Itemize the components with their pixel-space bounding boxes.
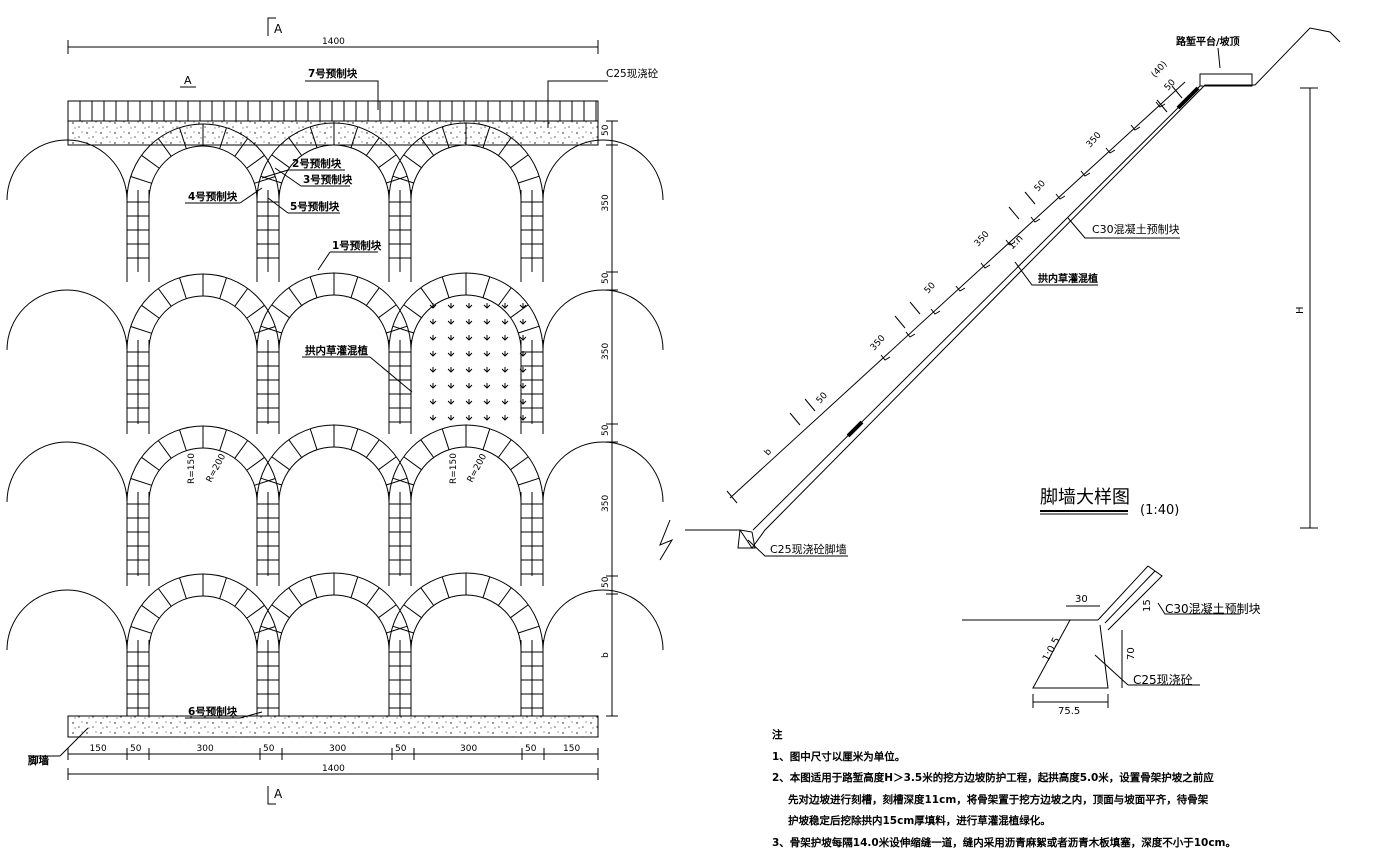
- radius-150-b: R=150: [449, 453, 459, 484]
- block4-label: 4号预制块: [188, 190, 238, 203]
- block5-label: 5号预制块: [290, 200, 340, 213]
- note-line-3: 先对边坡进行刻槽，刻槽深度11cm，将骨架置于挖方边坡之内，顶面与坡面平齐，待骨…: [788, 793, 1209, 806]
- block2-label: 2号预制块: [292, 157, 342, 170]
- foot-wall-label: 脚墙: [28, 754, 49, 767]
- slope-section: [659, 27, 1341, 561]
- bottom-dim-1: 50: [130, 744, 142, 754]
- slope-dim-5: 50: [923, 281, 938, 296]
- bottom-dim-4: 300: [329, 744, 346, 754]
- right-dim-1: 350: [601, 194, 611, 211]
- slope-planting-label: 拱内草灌混植: [1038, 272, 1098, 285]
- bottom-dim-6: 300: [460, 744, 477, 754]
- detail-title: 脚墙大样图: [1040, 487, 1130, 508]
- bottom-total: 1400: [322, 764, 345, 774]
- slope-ratio: 1:n: [1006, 233, 1025, 252]
- note-line-1: 1、图中尺寸以厘米为单位。: [772, 750, 906, 763]
- bottom-dim-3: 50: [263, 744, 275, 754]
- detail-dim-slope: 15: [1142, 599, 1153, 612]
- right-dim-7: b: [601, 652, 611, 658]
- block1-label: 1号预制块: [332, 239, 382, 252]
- cast-concrete-label: C25现浇砼: [606, 67, 659, 80]
- detail-cast-label: C25现浇砼: [1133, 673, 1193, 687]
- slope-foot-label: C25现浇砼脚墙: [770, 542, 847, 556]
- notes-heading: 注: [772, 729, 783, 741]
- right-dim-6: 50: [601, 576, 611, 588]
- detail-ratio: 1:0.5: [1041, 636, 1063, 664]
- slope-dim-6: 350: [869, 333, 888, 353]
- detail-block-label: C30混凝土预制块: [1165, 601, 1261, 616]
- block7-label: 7号预制块: [308, 67, 358, 80]
- block6-label: 6号预制块: [188, 705, 238, 718]
- front-elevation: [6, 17, 664, 805]
- total-width-top: 1400: [322, 37, 345, 47]
- section-mark-bottom: A: [274, 787, 283, 801]
- right-dim-4: 50: [601, 424, 611, 436]
- bottom-dim-8: 150: [563, 744, 580, 754]
- bottom-dim-2: 300: [197, 744, 214, 754]
- detail-scale: (1:40): [1140, 503, 1179, 518]
- detail-dim-top: 30: [1075, 594, 1088, 605]
- right-dim-2: 50: [601, 272, 611, 284]
- slope-dim-7: 50: [815, 391, 830, 406]
- radius-200-b: R=200: [466, 452, 489, 484]
- radius-200-a: R=200: [205, 452, 228, 484]
- section-mark-top: A: [274, 22, 283, 36]
- section-mark-side: A: [184, 74, 192, 87]
- right-dimension-texts: 50 350 50 350 50 350 50 b: [601, 124, 611, 658]
- note-line-4: 护坡稳定后挖除拱内15cm厚填料，进行草灌混植绿化。: [788, 815, 1051, 827]
- detail-dim-bottom: 75.5: [1058, 706, 1080, 717]
- slope-dim-8: b: [763, 447, 774, 458]
- slope-dim-1: (40): [1150, 60, 1170, 80]
- detail-labels: 脚墙大样图 (1:40) C30混凝土预制块 C25现浇砼 30 15 1:0.…: [1040, 487, 1261, 717]
- slope-labels: 路堑平台/坡顶 1:n C30混凝土预制块 拱内草灌混植 H C25现浇砼脚墙: [770, 35, 1306, 556]
- notes-block: 注 1、图中尺寸以厘米为单位。 2、本图适用于路堑高度H＞3.5米的挖方边坡防护…: [772, 725, 1372, 854]
- block3-label: 3号预制块: [303, 173, 353, 186]
- planting-label: 拱内草灌混植: [305, 344, 368, 357]
- bottom-dim-5: 50: [395, 744, 407, 754]
- bottom-dimension-texts: 150 50 300 50 300 50 300 50 150: [90, 744, 581, 754]
- right-dim-0: 50: [601, 124, 611, 136]
- slope-block-label: C30混凝土预制块: [1092, 222, 1180, 236]
- slope-top-label: 路堑平台/坡顶: [1176, 35, 1240, 48]
- note-line-5: 3、骨架护坡每隔14.0米设伸缩缝一道，缝内采用沥青麻絮或者沥青木板填塞，深度不…: [772, 836, 1236, 849]
- bottom-dim-7: 50: [525, 744, 537, 754]
- slope-height: H: [1295, 306, 1306, 314]
- radius-150-a: R=150: [187, 453, 197, 484]
- slope-dim-4: 350: [973, 229, 992, 249]
- note-line-2: 2、本图适用于路堑高度H＞3.5米的挖方边坡防护工程，起拱高度5.0米，设置骨架…: [772, 772, 1214, 784]
- detail-dim-height: 70: [1126, 647, 1137, 660]
- slope-dim-2: 350: [1085, 130, 1104, 150]
- foot-wall-detail: [962, 510, 1240, 708]
- right-dim-3: 350: [601, 343, 611, 360]
- right-dim-5: 350: [601, 495, 611, 512]
- slope-dim-3: 50: [1033, 179, 1048, 194]
- bottom-dim-0: 150: [90, 744, 107, 754]
